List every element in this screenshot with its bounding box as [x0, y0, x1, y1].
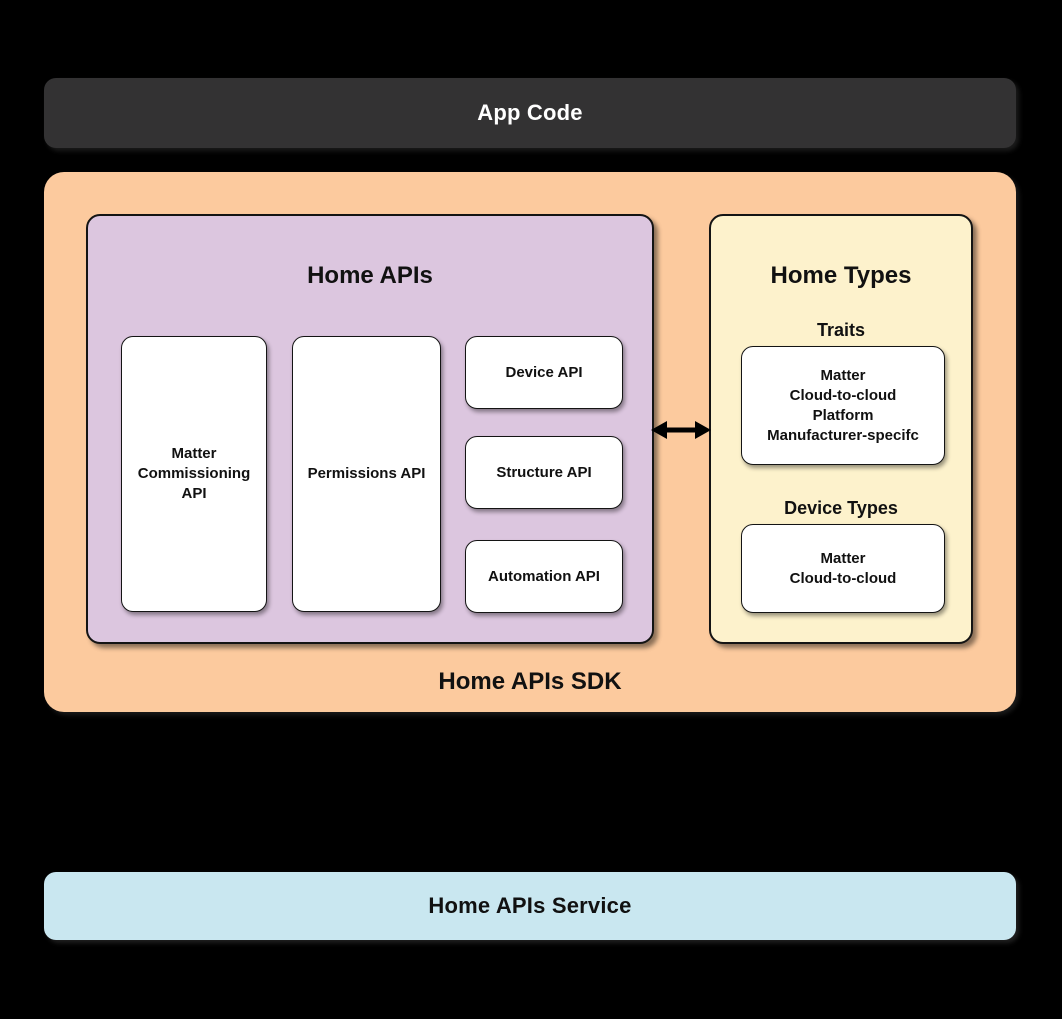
device-api-card: Device API	[465, 336, 623, 409]
home-apis-title: Home APIs	[307, 262, 433, 289]
home-types-title: Home Types	[770, 262, 912, 289]
device-types-heading: Device Types	[784, 498, 898, 518]
permissions-api-card: Permissions API	[292, 336, 441, 612]
bidirectional-arrow-icon	[650, 416, 712, 444]
app-code-label: App Code	[477, 100, 583, 125]
app-code-bar: App Code	[44, 78, 1016, 148]
device-types-card: Matter Cloud-to-cloud	[741, 524, 945, 613]
matter-commissioning-api-card: Matter Commissioning API	[121, 336, 267, 612]
home-apis-sdk-box: Home APIs Matter Commissioning API Permi…	[44, 172, 1016, 712]
service-label: Home APIs Service	[428, 893, 632, 918]
home-apis-service-bar: Home APIs Service	[44, 872, 1016, 940]
home-types-group: Home Types Traits Matter Cloud-to-cloud …	[709, 214, 973, 644]
traits-card: Matter Cloud-to-cloud Platform Manufactu…	[741, 346, 945, 465]
home-apis-group: Home APIs Matter Commissioning API Permi…	[86, 214, 654, 644]
traits-heading: Traits	[816, 320, 866, 340]
home-apis-sdk-label: Home APIs SDK	[438, 668, 622, 695]
automation-api-card: Automation API	[465, 540, 623, 613]
structure-api-card: Structure API	[465, 436, 623, 509]
